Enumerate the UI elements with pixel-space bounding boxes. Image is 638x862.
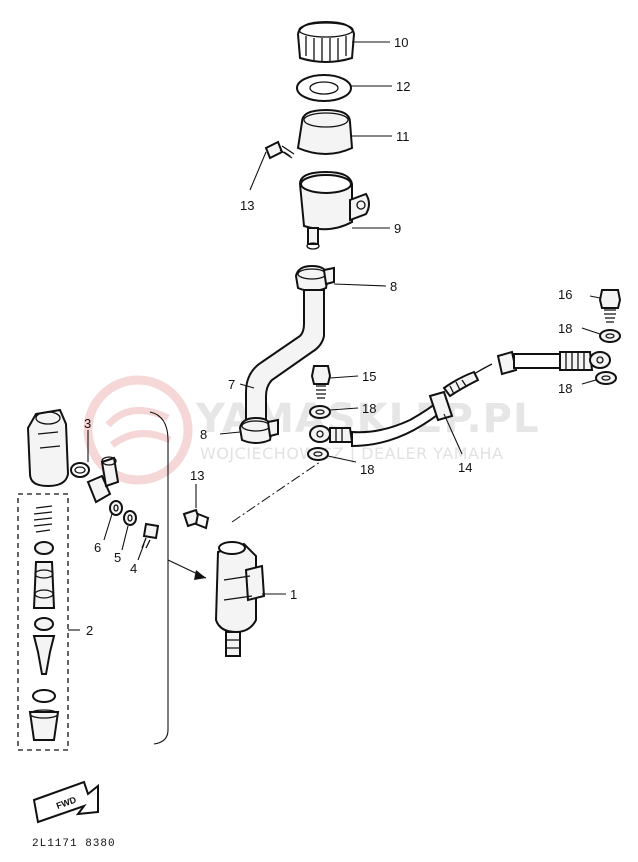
- callout-13: 13: [240, 198, 254, 213]
- reference-line: [231, 461, 321, 523]
- part-16-union-bolt[interactable]: [310, 365, 332, 399]
- bracket-line: [149, 411, 169, 745]
- part-17-union-bolt[interactable]: [598, 289, 622, 323]
- part-11-diaphragm-boot[interactable]: [296, 108, 354, 155]
- part-9-reservoir-tank[interactable]: [298, 170, 370, 250]
- part-2-piston-kit[interactable]: [17, 493, 69, 751]
- callout-6: 6: [94, 540, 101, 555]
- leader-lines: [68, 41, 601, 631]
- callout-5: 5: [114, 550, 121, 565]
- callout-9: 9: [394, 221, 401, 236]
- callout-7: 7: [228, 377, 235, 392]
- callout-3: 3: [84, 416, 91, 431]
- assembly-arrow-head: [194, 570, 206, 580]
- part-15-brake-hose[interactable]: [309, 350, 611, 448]
- callout-2: 2: [86, 623, 93, 638]
- inlet-joint[interactable]: [86, 456, 120, 504]
- part-1-master-cylinder[interactable]: [214, 541, 266, 657]
- part-18-washer-a[interactable]: [309, 405, 331, 419]
- part-8-hose-clamp-lower[interactable]: [238, 416, 279, 444]
- front-direction-arrow: FWD: [32, 780, 99, 824]
- callout-12: 12: [396, 79, 410, 94]
- callout-11: 11: [396, 129, 410, 144]
- part-5-nut[interactable]: [123, 510, 137, 526]
- callout-18-b: 18: [360, 462, 374, 477]
- watermark-tagline: WOJCIECHOWICZ | DEALER YAMAHA: [200, 444, 503, 463]
- part-18-washer-b[interactable]: [307, 447, 329, 461]
- callout-1: 1: [290, 587, 297, 602]
- part-8-hose-clamp-upper[interactable]: [294, 264, 335, 292]
- callout-14: 13: [190, 468, 204, 483]
- part-3-o-ring[interactable]: [70, 462, 90, 478]
- part-12-diaphragm[interactable]: [296, 74, 352, 102]
- callout-10: 10: [394, 35, 408, 50]
- part-14-bleed-screw[interactable]: [182, 508, 210, 530]
- callout-18-c: 18: [558, 321, 572, 336]
- part-18-washer-d[interactable]: [595, 371, 617, 385]
- callout-18-d: 18: [558, 381, 572, 396]
- part-13-screw[interactable]: [264, 140, 295, 160]
- callout-4: 4: [130, 561, 137, 576]
- part-18-washer-c[interactable]: [599, 329, 621, 343]
- callout-labels: 10 12 11 13 9 8 7 8 15 18 18 14 16 18 18…: [84, 35, 572, 638]
- callout-8-lower: 8: [200, 427, 207, 442]
- callout-17: 16: [558, 287, 572, 302]
- part-6-washer[interactable]: [109, 500, 123, 516]
- master-cylinder-body-left[interactable]: [26, 408, 70, 488]
- callout-15: 14: [458, 460, 472, 475]
- callout-8-upper: 8: [390, 279, 397, 294]
- diagram-code: 2L1171 8380: [32, 838, 116, 850]
- part-10-reservoir-cap[interactable]: [296, 20, 356, 63]
- callout-16: 15: [362, 369, 376, 384]
- callout-18-a: 18: [362, 401, 376, 416]
